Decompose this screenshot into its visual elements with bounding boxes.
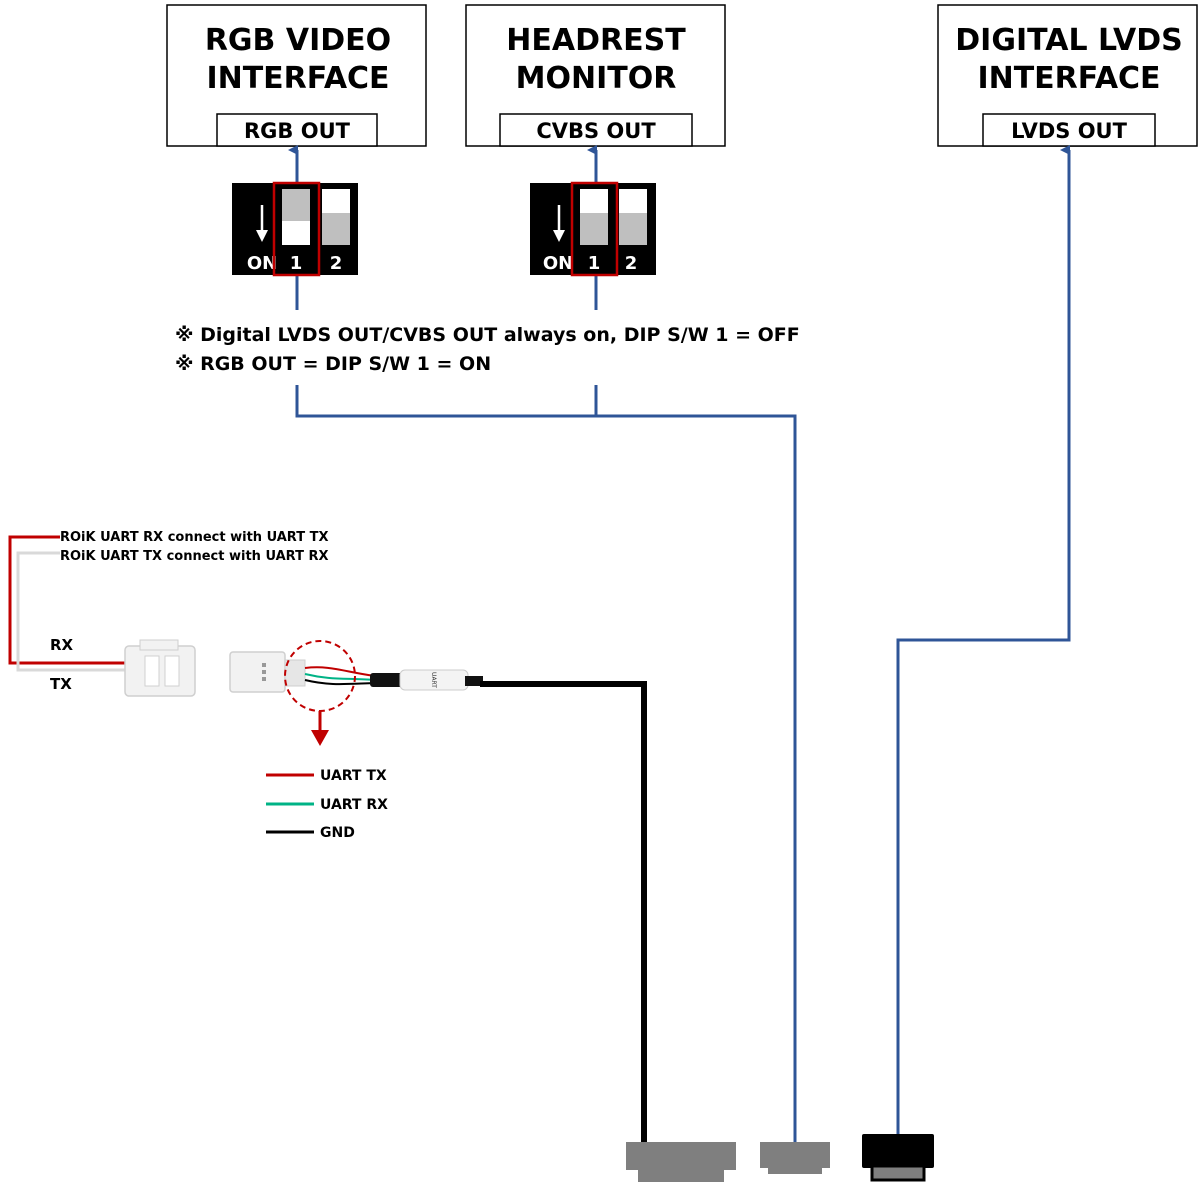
lvds-box-title-line1: DIGITAL LVDS	[955, 23, 1182, 58]
rgb-out-port-label: RGB OUT	[244, 119, 351, 143]
legend-label-uart-tx: UART TX	[320, 768, 387, 784]
note-line-2: ※ RGB OUT = DIP S/W 1 = ON	[175, 353, 491, 375]
dip-switch-1-label: 1	[588, 253, 601, 274]
lvds-connector-tip	[872, 1166, 924, 1180]
dip-knob-2[interactable]	[322, 189, 350, 213]
dip-on-label: ON	[247, 253, 277, 274]
rx-connect-note: ROiK UART RX connect with UART TX	[60, 530, 329, 545]
tx-wire-white	[18, 553, 130, 670]
lvds-line	[898, 150, 1069, 1134]
dip-knob-2[interactable]	[619, 189, 647, 213]
rgb-box-title-line2: INTERFACE	[206, 61, 389, 96]
zoom-pointer-arrow-icon	[311, 730, 329, 746]
dip-switch-1-label: 1	[290, 253, 303, 274]
uart-male-connector	[230, 652, 305, 692]
dip-switch-cvbs[interactable]: ON 1 2	[530, 183, 656, 275]
rgb-cvbs-connector	[760, 1142, 830, 1168]
uart-connector	[626, 1142, 736, 1170]
uart-sleeve-label: UART	[430, 672, 437, 688]
lvds-out-port-label: LVDS OUT	[1011, 119, 1128, 143]
signal-lines	[297, 150, 1069, 1142]
cvbs-out-port-label: CVBS OUT	[536, 119, 656, 143]
legend-label-uart-rx: UART RX	[320, 797, 388, 813]
rgb-box-title-line1: RGB VIDEO	[205, 23, 391, 58]
lvds-box-title-line2: INTERFACE	[977, 61, 1160, 96]
uart-connector-tip	[638, 1170, 724, 1182]
legend-label-gnd: GND	[320, 825, 355, 841]
headrest-box-title-line1: HEADREST	[506, 23, 686, 58]
wire-legend: UART TX UART RX GND	[266, 768, 388, 841]
lvds-connector	[862, 1134, 934, 1168]
rgb-video-interface-box: RGB VIDEO INTERFACE RGB OUT	[167, 5, 426, 146]
dip-knob-1[interactable]	[282, 221, 310, 245]
dip-switch-2-label: 2	[625, 253, 638, 274]
uart-female-connector	[125, 640, 195, 696]
tx-label: TX	[50, 675, 72, 693]
rx-label: RX	[50, 636, 74, 654]
wire-gnd	[305, 680, 375, 684]
headrest-monitor-box: HEADREST MONITOR CVBS OUT	[466, 5, 725, 146]
rgb-cvbs-merged-line	[297, 385, 795, 1142]
uart-black-cable	[480, 684, 644, 1142]
rgb-cvbs-connector-tip	[768, 1168, 822, 1174]
digital-lvds-interface-box: DIGITAL LVDS INTERFACE LVDS OUT	[938, 5, 1197, 146]
dip-switch-2-label: 2	[330, 253, 343, 274]
headrest-box-title-line2: MONITOR	[516, 61, 677, 96]
dip-knob-1[interactable]	[580, 189, 608, 213]
bottom-connectors	[626, 1134, 934, 1182]
tx-connect-note: ROiK UART TX connect with UART RX	[60, 549, 329, 564]
wire-uart-tx	[305, 667, 375, 676]
dip-switch-rgb[interactable]: ON 1 2	[232, 183, 358, 275]
dip-on-label: ON	[543, 253, 573, 274]
note-line-1: ※ Digital LVDS OUT/CVBS OUT always on, D…	[175, 324, 800, 346]
